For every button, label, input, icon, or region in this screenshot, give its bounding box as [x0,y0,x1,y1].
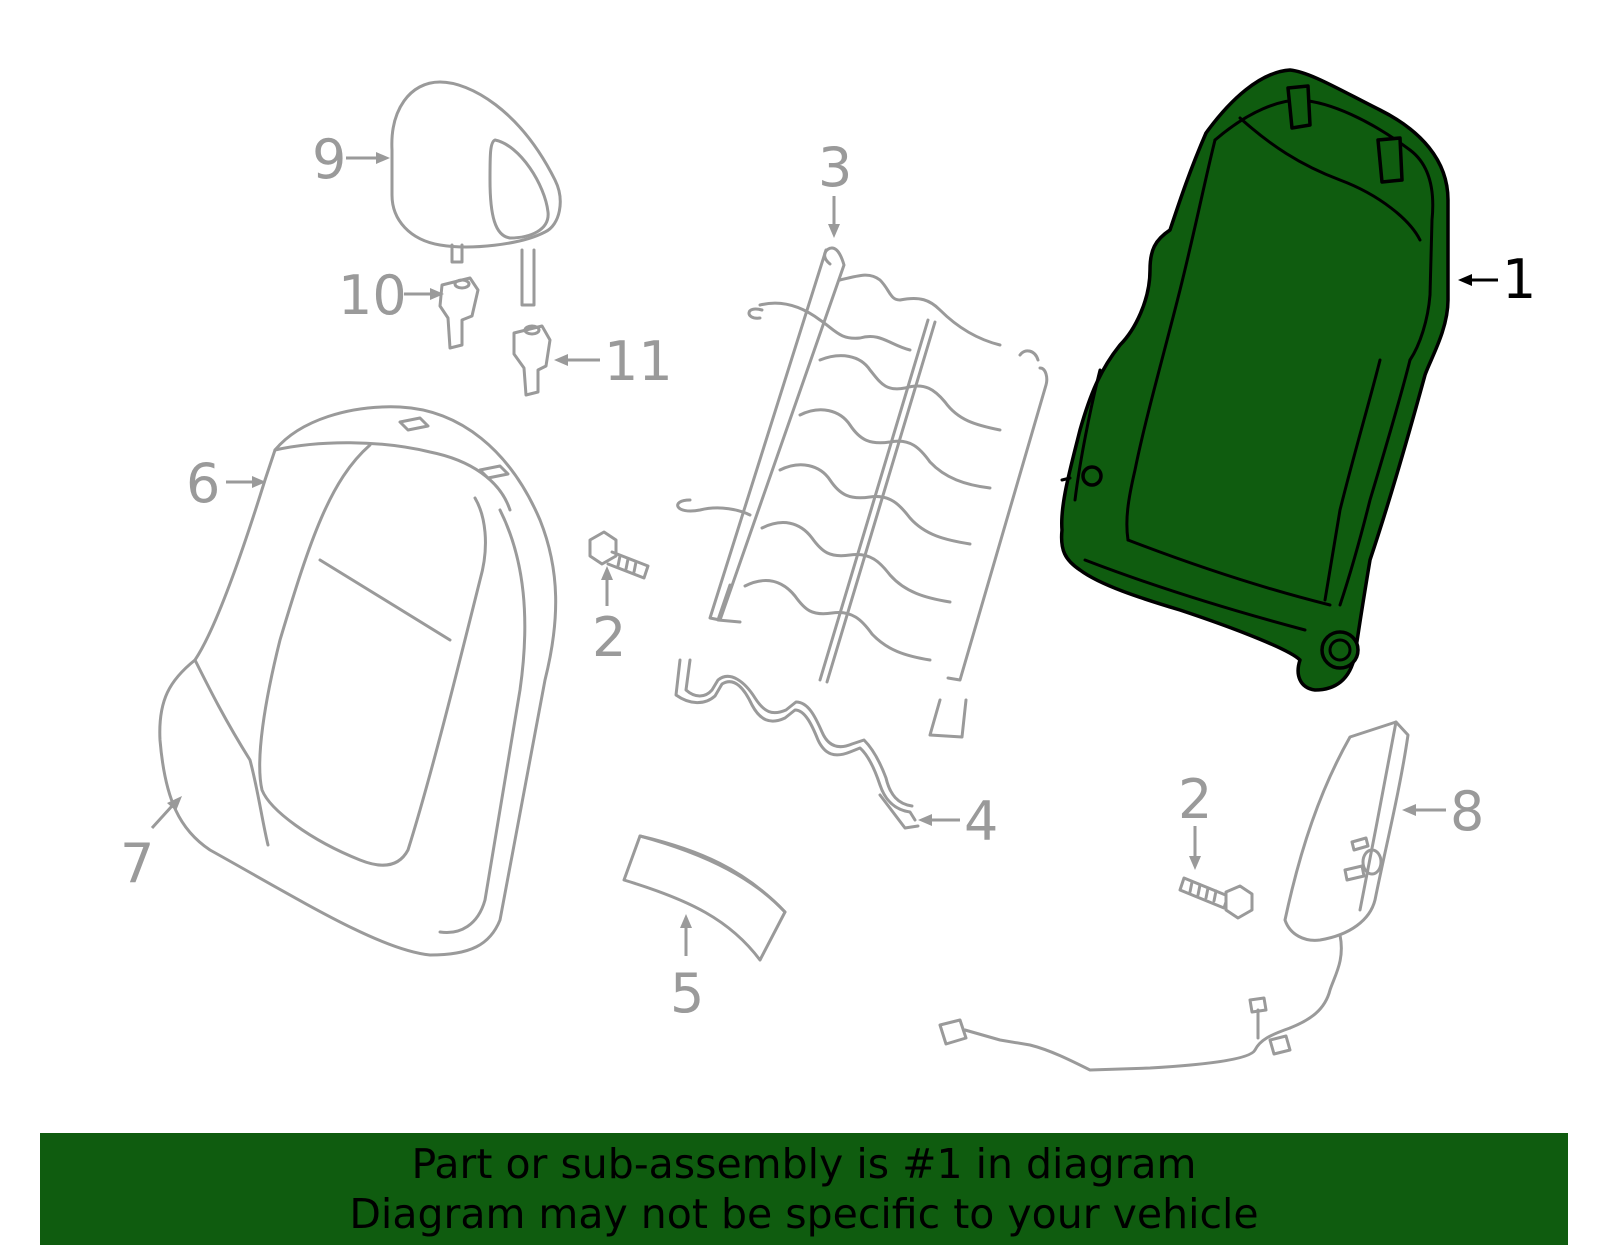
callout-11: 11 [554,330,673,393]
callout-4: 4 [918,790,998,853]
callout-1: 1 [1458,248,1536,311]
callout-label-3: 3 [818,136,852,199]
part-10-guide[interactable] [438,276,480,350]
part-8-side-shield[interactable] [938,720,1410,1072]
callout-label-8: 8 [1450,780,1484,843]
part-1-seat-back-frame[interactable] [1059,68,1450,692]
callout-10: 10 [338,264,444,327]
callout-label-11: 11 [604,330,673,393]
info-banner: Part or sub-assembly is #1 in diagram Di… [40,1133,1568,1245]
part-2-bolt-left[interactable] [588,530,650,580]
part-2-bolt-right[interactable] [1178,876,1254,920]
callout-8: 8 [1402,780,1484,843]
callout-2a: 2 [592,566,626,669]
part-5-pad[interactable] [622,834,787,962]
callout-6: 6 [186,452,266,515]
callout-7: 7 [120,796,182,895]
callout-label-2b: 2 [1178,768,1212,831]
banner-line-1: Part or sub-assembly is #1 in diagram [411,1140,1197,1188]
part-3-spring-mat[interactable] [676,246,1049,739]
callout-9: 9 [312,128,390,191]
part-4-wire[interactable] [674,658,920,830]
callout-label-5: 5 [670,962,704,1025]
callout-5: 5 [670,914,704,1025]
callout-label-6: 6 [186,452,220,515]
callout-label-2a: 2 [592,606,626,669]
callout-3: 3 [818,136,852,238]
callout-label-9: 9 [312,128,346,191]
callout-label-10: 10 [338,264,407,327]
callout-label-1: 1 [1502,248,1536,311]
callout-2b: 2 [1178,768,1212,870]
banner-line-2: Diagram may not be specific to your vehi… [349,1190,1259,1238]
part-11-guide[interactable] [512,324,552,397]
part-9-headrest[interactable] [390,80,562,307]
callout-label-7: 7 [120,832,154,895]
callout-label-4: 4 [964,790,998,853]
part-6-seat-back-cover[interactable] [158,405,558,957]
